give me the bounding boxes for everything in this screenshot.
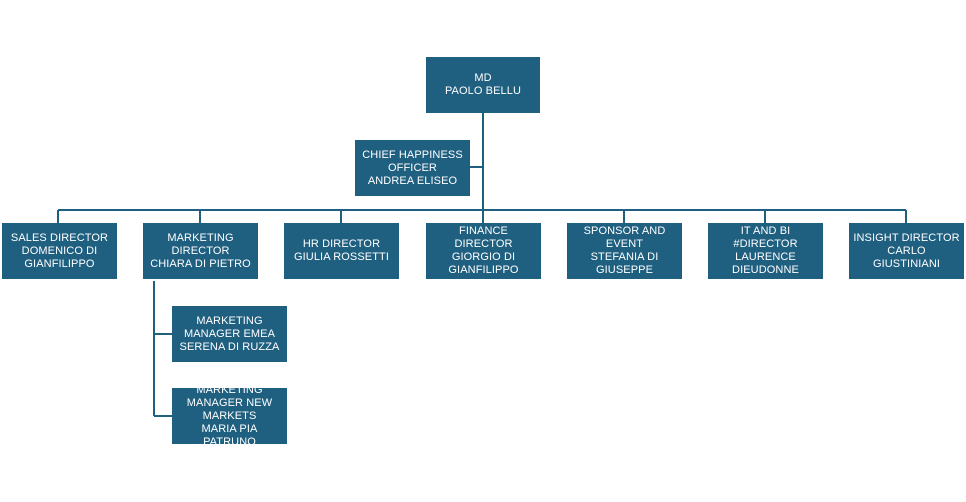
node-mkt-emea-line-2: MANAGER EMEA — [183, 327, 276, 340]
node-marketing-line-2: DIRECTOR — [171, 244, 230, 257]
node-hr-director: HR DIRECTOR GIULIA ROSSETTI — [284, 223, 399, 279]
node-mkt-new-line-3: MARKETS — [202, 409, 257, 422]
node-chief-happiness-line-1: CHIEF HAPPINESS — [362, 148, 463, 161]
node-sales-director: SALES DIRECTOR DOMENICO DI GIANFILIPPO — [2, 223, 117, 279]
node-finance-line-3: GIANFILIPPO — [448, 264, 519, 276]
node-hr-line-1: HR DIRECTOR — [302, 238, 381, 250]
node-mkt-emea-line-1: MARKETING — [196, 314, 263, 327]
node-sponsor-line-2: EVENT — [605, 238, 644, 250]
node-chief-happiness-line-3: ANDREA ELISEO — [367, 174, 458, 187]
node-finance-line-2: GIORGIO DI — [451, 251, 516, 263]
node-it-bi-line-3: DIEUDONNE — [732, 264, 799, 276]
node-md-line-2: PAOLO BELLU — [444, 85, 522, 97]
node-marketing-line-3: CHIARA DI PIETRO — [150, 257, 251, 270]
node-hr-line-2: GIULIA ROSSETTI — [293, 251, 390, 263]
node-mkt-new-line-2: MANAGER NEW — [186, 396, 273, 409]
node-marketing-manager-emea: MARKETING MANAGER EMEA SERENA DI RUZZA — [172, 306, 287, 362]
node-marketing-director: MARKETING DIRECTOR CHIARA DI PIETRO — [143, 223, 258, 279]
node-md-line-1: MD — [474, 72, 492, 84]
node-sponsor-line-3: STEFANIA DI — [590, 251, 659, 263]
node-sponsor-line-1: SPONSOR AND — [583, 225, 666, 237]
node-insight-line-2: CARLO GIUSTINIANI — [872, 244, 941, 270]
node-mkt-new-line-4: MARIA PIA PATRUNO — [201, 422, 258, 448]
node-sales-line-1: SALES DIRECTOR — [10, 231, 109, 244]
node-marketing-manager-new-markets: MARKETING MANAGER NEW MARKETS MARIA PIA … — [172, 384, 287, 448]
node-chief-happiness-officer: CHIEF HAPPINESS OFFICER ANDREA ELISEO — [355, 140, 470, 196]
node-it-bi-director: IT AND BI #DIRECTOR LAURENCE DIEUDONNE — [708, 223, 823, 279]
node-it-bi-line-2: LAURENCE — [735, 251, 796, 263]
node-insight-line-1: INSIGHT DIRECTOR — [853, 231, 960, 244]
node-it-bi-line-1: IT AND BI #DIRECTOR — [733, 225, 798, 250]
node-finance-line-1: FINANCE DIRECTOR — [454, 225, 513, 250]
node-insight-director: INSIGHT DIRECTOR CARLO GIUSTINIANI — [849, 223, 964, 279]
node-sales-line-2: DOMENICO DI — [21, 244, 98, 257]
node-md: MD PAOLO BELLU — [426, 57, 540, 113]
node-finance-director: FINANCE DIRECTOR GIORGIO DI GIANFILIPPO — [426, 223, 541, 279]
node-sponsor-event: SPONSOR AND EVENT STEFANIA DI GIUSEPPE — [567, 223, 682, 279]
node-mkt-emea-line-3: SERENA DI RUZZA — [179, 340, 280, 353]
node-sales-line-3: GIANFILIPPO — [24, 257, 95, 270]
node-mkt-new-line-1: MARKETING — [196, 383, 263, 396]
node-chief-happiness-line-2: OFFICER — [388, 161, 437, 174]
node-sponsor-line-4: GIUSEPPE — [595, 264, 654, 276]
node-marketing-line-1: MARKETING — [167, 231, 234, 244]
